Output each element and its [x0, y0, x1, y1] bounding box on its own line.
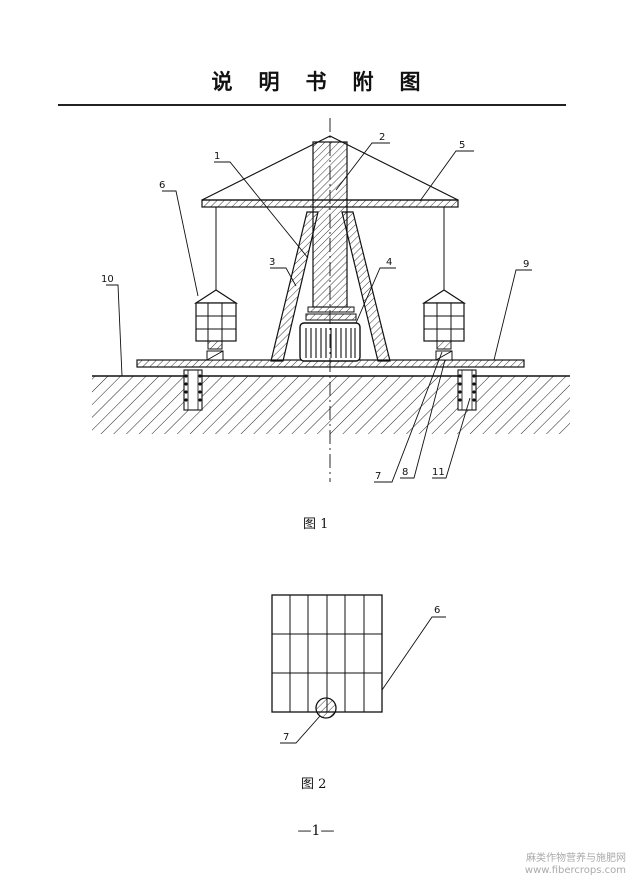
fig1-label-1: 1: [214, 151, 220, 162]
fig1-label-9: 9: [523, 259, 529, 270]
watermark-cn: 麻类作物营养与施肥网: [526, 853, 626, 864]
cage-grid-lines: [272, 595, 382, 712]
fig1-label-4: 4: [386, 257, 392, 268]
fig2-label-7: 7: [283, 732, 289, 743]
fig2-leaders: [280, 616, 446, 744]
watermark: 麻类作物营养与施肥网 www.fibercrops.com: [525, 853, 626, 877]
fig1-label-3: 3: [269, 257, 275, 268]
fig1-label-6: 6: [159, 180, 165, 191]
fig2-label-6: 6: [434, 605, 440, 616]
gear-plate-top: [307, 306, 355, 313]
right-support: [341, 211, 391, 362]
figure-1: 1 2 3 4 5 6 7 8 9 10 11: [92, 118, 570, 483]
fig1-label-2: 2: [379, 132, 385, 143]
watermark-url: www.fibercrops.com: [524, 865, 626, 876]
fig1-label-5: 5: [459, 140, 465, 151]
page-title: 说明书附图: [211, 70, 447, 94]
leader-lines: [106, 142, 532, 483]
figure-2-caption: 图 2: [301, 777, 327, 792]
left-cage: [193, 207, 239, 361]
fig1-label-7: 7: [375, 471, 381, 482]
sensor-circle: [315, 697, 337, 719]
left-coil: [183, 369, 203, 411]
fig1-label-8: 8: [402, 467, 408, 478]
ground-hatch: [92, 376, 570, 434]
figure-2: 6 7: [271, 594, 446, 744]
motor-fins: [305, 328, 356, 358]
fig1-label-11: 11: [432, 467, 445, 478]
page-number: —1—: [297, 823, 335, 839]
right-cage: [421, 207, 467, 361]
fig1-label-10: 10: [101, 274, 114, 285]
gear-plate-bottom: [305, 313, 357, 321]
title-rule: [58, 104, 566, 106]
figure-1-caption: 图 1: [303, 517, 329, 532]
right-coil: [457, 369, 477, 411]
